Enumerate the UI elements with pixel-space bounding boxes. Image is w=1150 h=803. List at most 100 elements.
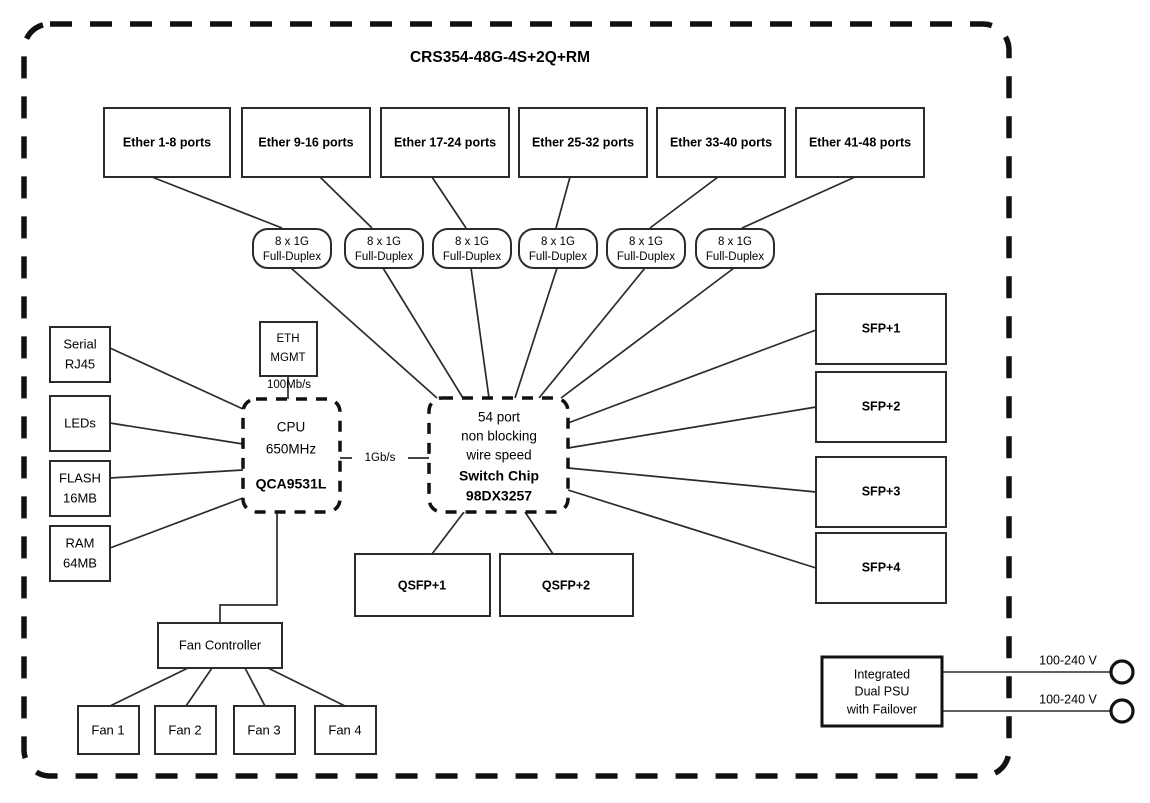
wire-switch-sfp3 (567, 467, 817, 493)
sfp-port-box-1[interactable] (815, 293, 947, 365)
diagram-title: CRS354-48G-4S+2Q+RM (410, 49, 590, 66)
wire-ether5-pill5 (649, 176, 719, 229)
speed-pill-line2-6: Full-Duplex (706, 251, 764, 263)
switch-chip-outline[interactable] (427, 396, 570, 514)
speed-pill-line2-1: Full-Duplex (263, 251, 321, 263)
psu-connector-icon-2[interactable] (1109, 698, 1135, 724)
wire-pill5-switch (538, 267, 646, 399)
switch-chip-block: 54 port non blocking wire speed Switch C… (427, 396, 570, 514)
fan-label-2: Fan 2 (168, 722, 201, 737)
speed-pill-line2-5: Full-Duplex (617, 251, 675, 263)
speed-pill-5[interactable] (606, 228, 686, 269)
peripheral-label-serial-line2: RJ45 (65, 356, 95, 371)
wire-switch-qsfp2 (524, 511, 554, 555)
wire-flash-cpu (109, 469, 244, 479)
ether-group-box-2[interactable] (241, 107, 371, 178)
qsfp-port-label-2: QSFP+2 (542, 578, 590, 592)
switch-chip-label-line5: 98DX3257 (466, 488, 532, 504)
peripheral-label-leds-line1: LEDs (64, 415, 96, 430)
wire-switch-sfp4 (567, 489, 817, 569)
speed-pill-line1-5: 8 x 1G (629, 236, 663, 248)
speed-pill-2[interactable] (344, 228, 424, 269)
speed-pill-line2-2: Full-Duplex (355, 251, 413, 263)
fan-controller-box[interactable] (157, 622, 283, 669)
psu-label-line3: with Failover (846, 702, 917, 716)
cpu-switch-speed-label: 1Gb/s (365, 452, 396, 464)
eth-mgmt-block: ETH MGMT (259, 321, 318, 377)
cpu-chip-outline[interactable] (241, 397, 342, 514)
switch-to-qsfp-wires (431, 511, 554, 555)
wire-pill2-switch (382, 267, 464, 399)
chassis-boundary (21, 21, 1012, 779)
switch-chip-label-line4: Switch Chip (459, 468, 539, 484)
qsfp-port-box-2[interactable] (499, 553, 634, 617)
eth-mgmt-label-line1: ETH (277, 333, 300, 345)
peripheral-label-serial-line1: Serial (63, 336, 96, 351)
qsfp-port-box-1[interactable] (354, 553, 491, 617)
fan-box-2[interactable] (154, 705, 217, 755)
speed-pill-3[interactable] (432, 228, 512, 269)
switch-chip-label-line1: 54 port (478, 410, 520, 425)
speed-pill-6[interactable] (695, 228, 775, 269)
fan-label-1: Fan 1 (91, 722, 124, 737)
wire-ether6-pill6 (741, 176, 856, 229)
wire-switch-sfp1 (567, 329, 817, 424)
ether-group-label-5: Ether 33-40 ports (670, 135, 772, 149)
speed-pill-4[interactable] (518, 228, 598, 269)
ether-group-box-4[interactable] (518, 107, 648, 178)
speed-pill-line1-4: 8 x 1G (541, 236, 575, 248)
wire-ether4-pill4 (555, 176, 571, 229)
ether-to-pill-wires (151, 176, 856, 229)
wire-ram-cpu (109, 497, 244, 549)
wire-fanctrl-fan4 (267, 667, 346, 707)
ether-group-box-6[interactable] (795, 107, 925, 178)
ether-group-boxes: Ether 1-8 ports Ether 9-16 ports Ether 1… (103, 107, 925, 178)
speed-pill-line1-6: 8 x 1G (718, 236, 752, 248)
ether-group-label-1: Ether 1-8 ports (123, 135, 211, 149)
sfp-port-box-4[interactable] (815, 532, 947, 604)
sfp-port-box-3[interactable] (815, 456, 947, 528)
peripheral-box-leds[interactable] (49, 395, 111, 452)
fan-controller-label: Fan Controller (179, 637, 262, 652)
speed-pill-line1-1: 8 x 1G (275, 236, 309, 248)
speed-pill-1[interactable] (252, 228, 332, 269)
ether-group-box-3[interactable] (380, 107, 510, 178)
ether-group-label-4: Ether 25-32 ports (532, 135, 634, 149)
psu-inputs: 100-240 V 100-240 V (1039, 653, 1135, 724)
cpu-block: CPU 650MHz QCA9531L (241, 397, 342, 514)
cpu-label-line1: CPU (277, 420, 306, 435)
pill-to-switch-wires (290, 267, 735, 399)
psu-connector-icon-1[interactable] (1109, 659, 1135, 685)
wire-ether3-pill3 (431, 176, 467, 229)
peripheral-box-ram[interactable] (49, 525, 111, 582)
psu-block: Integrated Dual PSU with Failover (820, 655, 944, 728)
fan-box-4[interactable] (314, 705, 377, 755)
qsfp-port-label-1: QSFP+1 (398, 578, 446, 592)
fan-box-3[interactable] (233, 705, 296, 755)
wire-fanctrl-fan3 (244, 667, 266, 707)
wire-pill1-switch (290, 267, 438, 399)
fancontroller-to-fan-wires (109, 667, 346, 707)
eth-mgmt-box[interactable] (259, 321, 318, 377)
fan-box-1[interactable] (77, 705, 140, 755)
psu-box[interactable] (820, 655, 944, 728)
wire-switch-sfp2 (567, 406, 817, 449)
sfp-port-label-1: SFP+1 (862, 321, 901, 335)
wire-pill6-switch (560, 267, 735, 399)
wire-serial-cpu (109, 347, 244, 410)
ether-group-box-5[interactable] (656, 107, 786, 178)
wire-leds-cpu (109, 422, 244, 445)
ethmgmt-link-speed-label: 100Mb/s (267, 379, 311, 391)
sfp-port-box-2[interactable] (815, 371, 947, 443)
peripheral-label-ram-line2: 64MB (63, 555, 97, 570)
link-label-backdrop (352, 448, 408, 468)
switch-chip-label-line3: wire speed (465, 448, 531, 463)
peripheral-box-serial-rj45[interactable] (49, 326, 111, 383)
ether-group-box-1[interactable] (103, 107, 231, 178)
wire-pill3-switch (470, 267, 490, 399)
peripheral-box-flash[interactable] (49, 460, 111, 517)
cpu-label-line2: 650MHz (266, 442, 317, 457)
peripheral-to-cpu-wires (109, 347, 244, 549)
psu-input-label-1: 100-240 V (1039, 653, 1097, 667)
